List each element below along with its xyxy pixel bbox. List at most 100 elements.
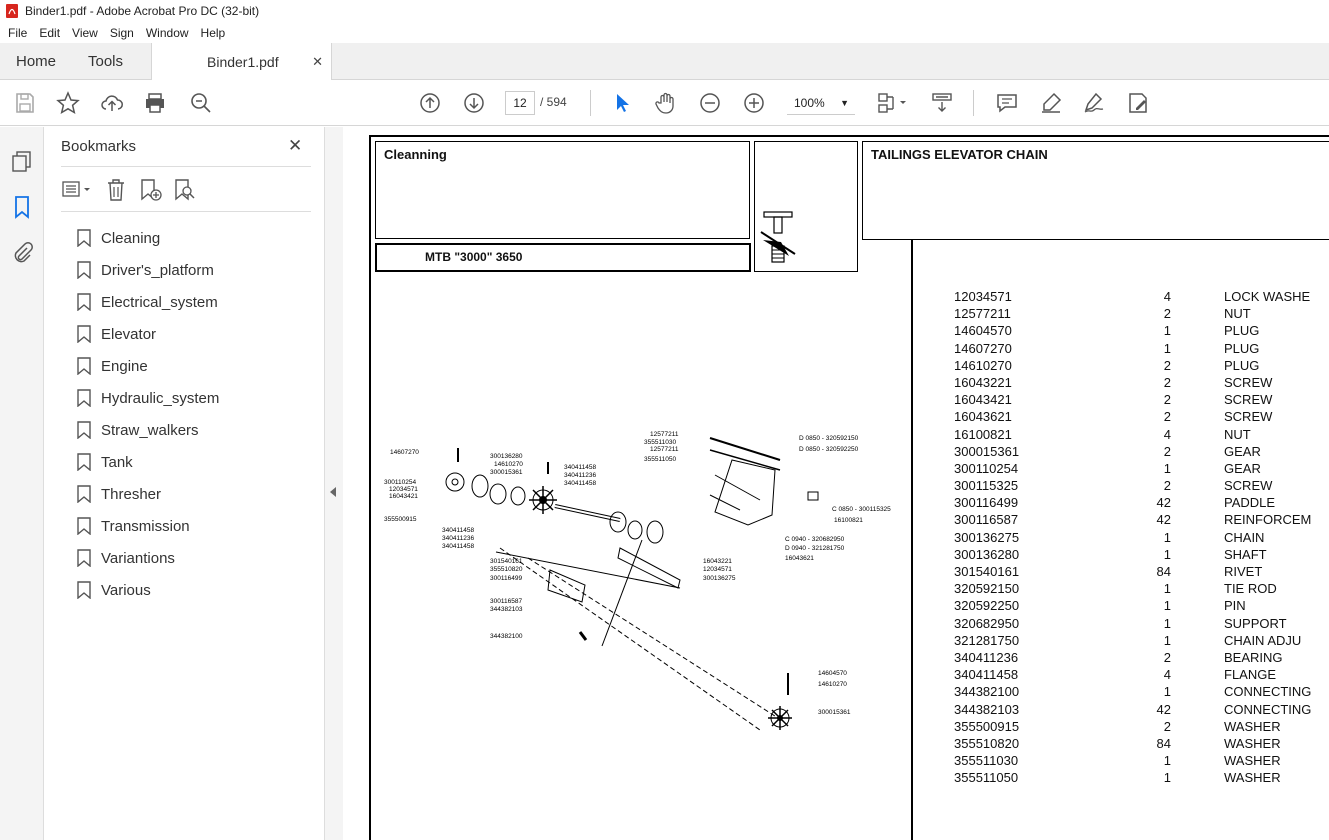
delete-bookmark-icon[interactable]: [103, 177, 129, 203]
part-qty: 2: [1163, 392, 1171, 408]
zoom-in-icon[interactable]: [742, 91, 766, 115]
menu-edit[interactable]: Edit: [39, 25, 61, 40]
fill-sign-icon[interactable]: [1126, 91, 1150, 115]
scroll-mode-icon[interactable]: [930, 91, 954, 115]
bookmark-label: Tank: [101, 453, 133, 471]
bookmark-tools: [61, 177, 197, 203]
select-cursor-icon[interactable]: [610, 91, 634, 115]
upload-cloud-icon[interactable]: [100, 91, 124, 115]
bookmark-tank[interactable]: Tank: [77, 446, 219, 478]
part-description: NUT: [1224, 306, 1251, 322]
previous-page-icon[interactable]: [418, 91, 442, 115]
tab-tools[interactable]: Tools: [88, 53, 124, 70]
tie-rod: [709, 437, 781, 461]
part-number: 320682950: [954, 615, 1020, 631]
bookmark-elevator[interactable]: Elevator: [77, 318, 219, 350]
draw-sign-icon[interactable]: [1082, 91, 1106, 115]
bookmark-drivers-platform[interactable]: Driver's_platform: [77, 254, 219, 286]
part-number: 340411458: [954, 667, 1019, 683]
bookmark-thresher[interactable]: Thresher: [77, 478, 219, 510]
hand-tool-icon[interactable]: [654, 91, 678, 115]
part-qty: 84: [1156, 735, 1171, 751]
toolbar: 12 / 594 100%▼: [0, 80, 1329, 126]
bookmark-cleaning[interactable]: Cleaning: [77, 222, 219, 254]
zoom-level-select[interactable]: 100%▼: [787, 91, 855, 115]
diagram-callout: 12034571: [389, 486, 418, 493]
diagram-callout: 16100821: [834, 517, 863, 524]
zoom-out-icon[interactable]: [698, 91, 722, 115]
next-page-icon[interactable]: [462, 91, 486, 115]
bookmarks-rail-icon[interactable]: [10, 195, 34, 219]
diagram-callout: 16043421: [389, 493, 418, 500]
model-box: [375, 243, 751, 272]
menu-window[interactable]: Window: [145, 25, 189, 40]
part-qty: 1: [1163, 460, 1171, 476]
bookmark-variantions[interactable]: Variantions: [77, 542, 219, 574]
page-number-input[interactable]: 12: [505, 91, 535, 115]
navigation-rail: [0, 127, 44, 840]
page-display-icon[interactable]: [876, 91, 910, 115]
menu-view[interactable]: View: [72, 25, 98, 40]
part-qty: 1: [1163, 529, 1171, 545]
bookmark-options-icon[interactable]: [61, 177, 95, 203]
part-description: GEAR: [1224, 460, 1261, 476]
diagram-callout: D 0850 - 320592150: [799, 435, 859, 442]
bookmark-transmission[interactable]: Transmission: [77, 510, 219, 542]
diagram-callout: D 0940 - 321281750: [785, 545, 845, 552]
chevron-down-icon: ▼: [840, 98, 849, 108]
part-description: SCREW: [1224, 409, 1273, 425]
bookmark-icon: [77, 325, 91, 343]
tab-home[interactable]: Home: [16, 53, 57, 70]
part-number: 340411236: [954, 649, 1019, 665]
part-number: 321281750: [954, 632, 1020, 648]
part-qty: 1: [1163, 581, 1171, 597]
part-qty: 42: [1156, 512, 1171, 528]
diagram-callout: 300015361: [818, 709, 851, 716]
bookmark-hydraulic-system[interactable]: Hydraulic_system: [77, 382, 219, 414]
tab-document[interactable]: Binder1.pdf ✕: [151, 43, 332, 81]
close-tab-icon[interactable]: ✕: [312, 54, 323, 69]
menu-sign[interactable]: Sign: [109, 25, 134, 40]
menu-help[interactable]: Help: [200, 25, 226, 40]
bookmark-electrical-system[interactable]: Electrical_system: [77, 286, 219, 318]
new-bookmark-icon[interactable]: [137, 177, 163, 203]
gear-small: [445, 472, 465, 492]
bookmark-star-icon[interactable]: [56, 91, 80, 115]
panel-collapse-handle[interactable]: [325, 127, 343, 840]
print-icon[interactable]: [143, 91, 167, 115]
close-panel-icon[interactable]: ✕: [288, 136, 303, 155]
attachment-icon[interactable]: [10, 241, 34, 265]
part-qty: 1: [1163, 598, 1171, 614]
part-number: 300015361: [954, 443, 1020, 459]
comment-icon[interactable]: [995, 91, 1019, 115]
part-description: WASHER: [1224, 770, 1281, 786]
zoom-search-icon[interactable]: [189, 91, 213, 115]
bookmark-label: Engine: [101, 357, 148, 375]
menu-file[interactable]: File: [8, 25, 28, 40]
part-number: 16043221: [954, 374, 1012, 390]
find-bookmark-icon[interactable]: [171, 177, 197, 203]
document-viewer[interactable]: [343, 127, 1329, 840]
bookmark-icon: [77, 357, 91, 375]
bookmark-label: Variantions: [101, 549, 175, 567]
column-divider: [911, 240, 913, 840]
bookmark-label: Thresher: [101, 485, 162, 503]
bookmark-engine[interactable]: Engine: [77, 350, 219, 382]
part-number: 16100821: [954, 426, 1012, 442]
bookmark-various[interactable]: Various: [77, 574, 219, 606]
highlight-pen-icon[interactable]: [1039, 91, 1063, 115]
page-thumbnails-icon[interactable]: [10, 149, 34, 173]
gear-upper: [529, 486, 557, 514]
connecting-link: [578, 631, 588, 641]
bookmark-straw-walkers[interactable]: Straw_walkers: [77, 414, 219, 446]
diagram-callout: 340411458: [564, 464, 596, 471]
save-icon[interactable]: [13, 91, 37, 115]
